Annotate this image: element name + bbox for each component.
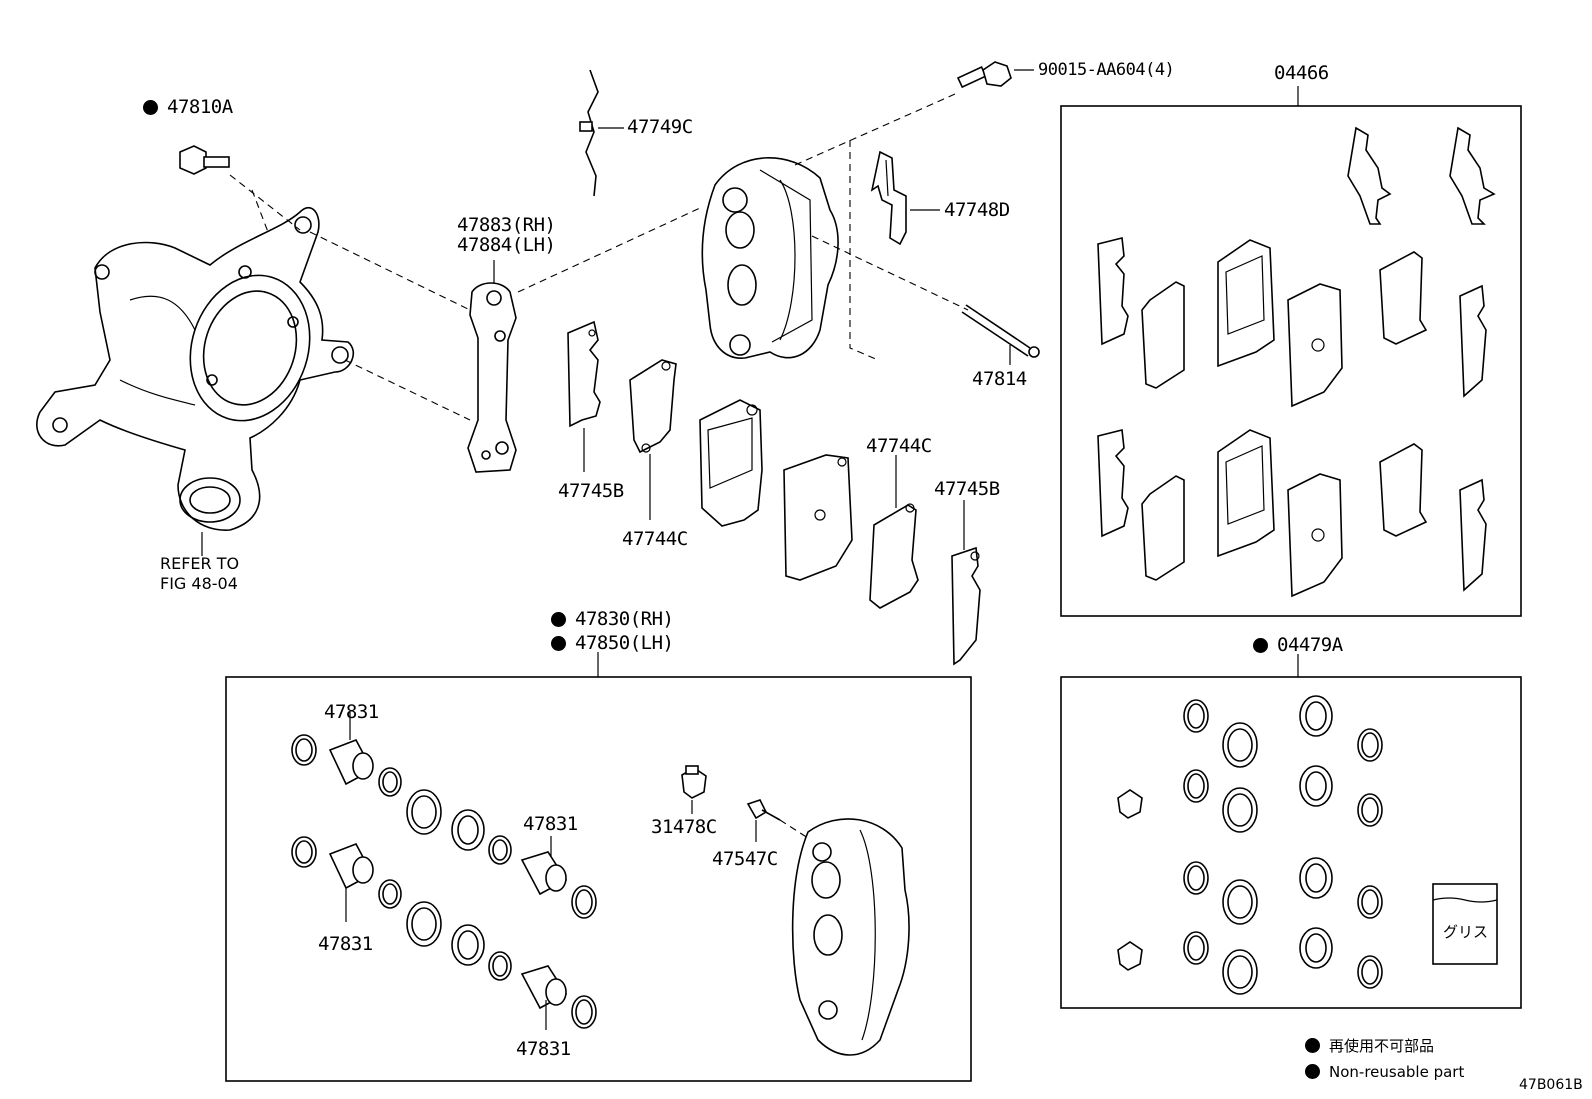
shim-47744c-left [629, 359, 677, 454]
shim-47745b-right [951, 546, 981, 666]
bolt-47810a [179, 145, 230, 175]
bolt-90015-aa604 [956, 61, 1012, 89]
pad-clip-47748d [870, 150, 907, 246]
label-47745b-right: 47745B [934, 478, 1000, 500]
pin-47814 [961, 304, 1040, 358]
brake-pad-left [699, 399, 763, 527]
label-47831-top: 47831 [324, 701, 379, 723]
legend-english: Non-reusable part [1305, 1064, 1464, 1080]
brake-pad-right [783, 454, 853, 581]
non-reusable-dot-icon [551, 636, 566, 651]
label-04479a: 04479A [1253, 636, 1343, 655]
non-reusable-dot-icon [551, 612, 566, 627]
pad-spring-47749c [585, 69, 599, 197]
label-47749c: 47749C [627, 116, 693, 138]
caliper-body-bottom [791, 818, 910, 1056]
pad-kit-box [1060, 105, 1522, 617]
non-reusable-dot-icon [143, 100, 158, 115]
steering-knuckle [36, 206, 354, 531]
pad-kit-contents [1097, 126, 1496, 598]
shim-47745b-left [567, 320, 601, 428]
label-04466: 04466 [1274, 62, 1329, 84]
non-reusable-dot-icon [1253, 638, 1268, 653]
label-47883-rh: 47883(RH) [457, 214, 556, 236]
legend-japanese: 再使用不可部品 [1305, 1038, 1434, 1054]
shim-47744c-right [869, 503, 919, 609]
label-47810a: 47810A [143, 98, 233, 117]
label-47547c: 47547C [712, 848, 778, 870]
caliper-kit-contents [291, 734, 781, 1029]
label-47744c-left: 47744C [622, 528, 688, 550]
seal-kit-contents [1117, 695, 1383, 995]
label-47850-lh: 47850(LH) [551, 634, 674, 653]
label-47748d: 47748D [944, 199, 1010, 221]
label-31478c: 31478C [651, 816, 717, 838]
label-47831-mid: 47831 [523, 813, 578, 835]
label-90015-aa604: 90015-AA604(4) [1038, 60, 1175, 80]
label-47744c-right: 47744C [866, 435, 932, 457]
diagram-code: 47B061B [1519, 1077, 1583, 1093]
label-47814: 47814 [972, 368, 1027, 390]
caliper-kit-box [225, 676, 972, 1082]
label-47831-bottom: 47831 [516, 1038, 571, 1060]
label-47831-lower: 47831 [318, 933, 373, 955]
seal-kit-box [1060, 676, 1522, 1009]
grease-packet [1432, 883, 1498, 965]
non-reusable-dot-icon [1305, 1038, 1320, 1053]
label-47830-rh: 47830(RH) [551, 610, 674, 629]
caliper-body-top [701, 157, 839, 359]
reference-line-2: FIG 48-04 [160, 574, 238, 593]
label-47884-lh: 47884(LH) [457, 234, 556, 256]
grease-label: グリス [1443, 923, 1489, 941]
label-47745b-left: 47745B [558, 480, 624, 502]
non-reusable-dot-icon [1305, 1064, 1320, 1079]
caliper-bracket [467, 282, 517, 473]
reference-line-1: REFER TO [160, 554, 240, 573]
